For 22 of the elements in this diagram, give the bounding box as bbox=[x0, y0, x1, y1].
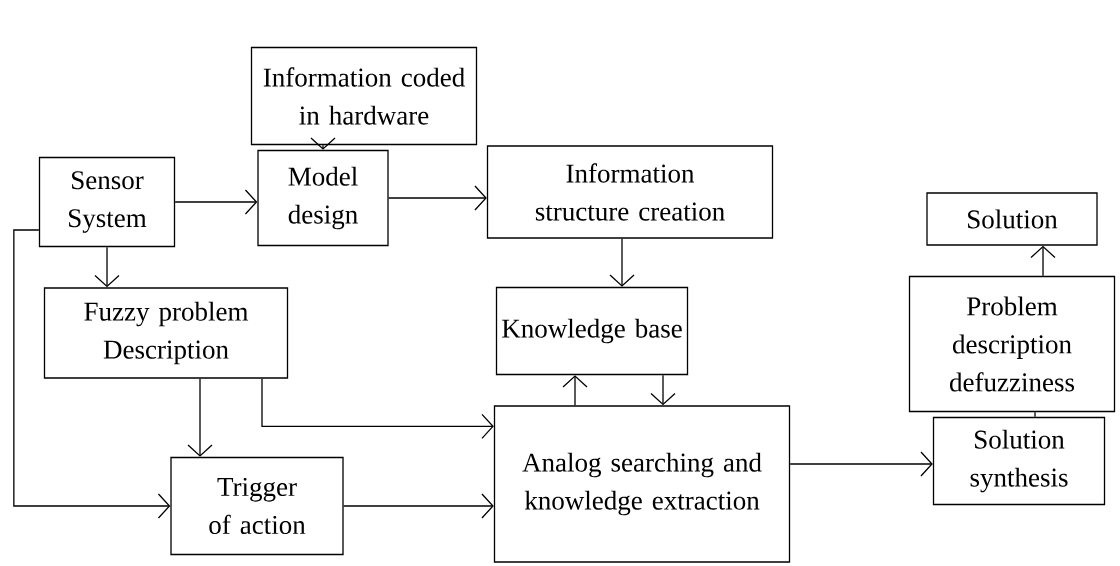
process-box: Trigger of action bbox=[170, 456, 344, 556]
arrow bbox=[388, 185, 487, 211]
arrow bbox=[94, 246, 120, 288]
arrow bbox=[174, 189, 258, 215]
process-box: Solution synthesis bbox=[932, 416, 1106, 506]
arrow bbox=[789, 451, 933, 477]
arrow bbox=[609, 238, 635, 287]
process-box: Model design bbox=[257, 149, 389, 247]
process-box: Problem description defuzziness bbox=[908, 275, 1116, 413]
arrow bbox=[13, 229, 171, 519]
process-box: Knowledge base bbox=[495, 286, 689, 376]
arrow bbox=[187, 378, 213, 457]
arrow bbox=[650, 374, 676, 406]
process-box: Information structure creation bbox=[486, 145, 774, 239]
process-box: Sensor System bbox=[38, 156, 176, 248]
process-box: Analog searching and knowledge extraction bbox=[493, 405, 791, 563]
arrow bbox=[343, 493, 494, 519]
arrow bbox=[261, 378, 494, 439]
process-box: Information coded in hardware bbox=[250, 46, 478, 146]
process-box: Solution bbox=[926, 192, 1098, 246]
process-box: Fuzzy problem Description bbox=[43, 287, 289, 379]
arrow bbox=[1030, 245, 1056, 277]
